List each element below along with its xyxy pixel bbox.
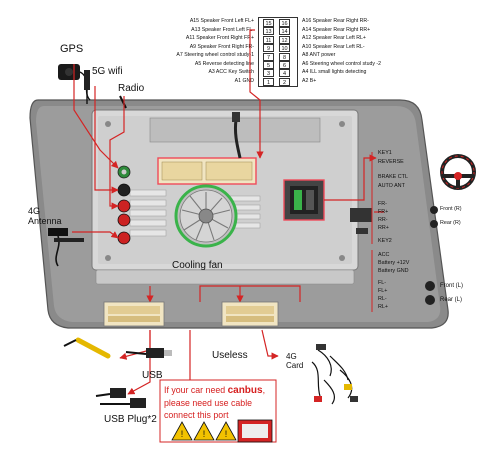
pin-label-right: A14 Speaker Rear Right RR+	[302, 26, 371, 33]
rear-right-label: Rear (R)	[440, 220, 461, 226]
pin-label-left: A3 ACC Key Switch	[208, 69, 254, 75]
pin-number: 10	[279, 44, 290, 53]
pin-number: 2	[279, 77, 290, 86]
useless-label: Useless	[212, 350, 248, 361]
top-connector-block	[157, 157, 257, 185]
wifi-label: 5G wifi	[92, 66, 123, 77]
4g-card-harness-plugs	[314, 344, 358, 402]
pin-label-right: A6 Steering wheel control study -2	[302, 60, 382, 67]
pin-number: 14	[279, 27, 290, 36]
pin-number: 7	[263, 52, 274, 61]
wifi-antenna-device	[84, 70, 90, 104]
4g-antenna-device	[48, 228, 84, 267]
4g-card-harness	[311, 349, 353, 405]
wire-label: RR-	[378, 217, 388, 223]
pin-label-left: A15 Speaker Front Left FL+	[189, 18, 254, 24]
svg-text:!: !	[181, 429, 184, 439]
pin-number: 11	[263, 35, 274, 44]
cooling-fan	[174, 184, 238, 248]
pin-number: 12	[279, 35, 290, 44]
pin-label-right: A8 ANT power	[302, 52, 336, 58]
red-arrows	[72, 29, 384, 397]
back-plate	[91, 109, 359, 285]
front-right-label: Front (R)	[440, 206, 462, 212]
pin-label-left: A11 Speaker Front Right FR+	[185, 35, 254, 41]
pin-label-right: A2 B+	[302, 77, 317, 84]
rca-plug-device	[63, 337, 111, 359]
pin-label-right: A12 Speaker Rear Left RL+	[302, 35, 366, 41]
pin-label-left: A7 Steering wheel control study-1	[176, 52, 254, 58]
usb-plug-label: USB Plug*2	[104, 414, 157, 425]
wire-label: FL+	[378, 288, 388, 294]
wire-label: ACC	[378, 252, 390, 258]
front-left-label: Front (L)	[440, 283, 464, 289]
wire-label: RR+	[378, 225, 389, 231]
pin-number: 1	[263, 77, 274, 86]
pin-number: 6	[279, 61, 290, 69]
wire-label: RL-	[378, 296, 387, 302]
wire-label: KEY1	[378, 150, 392, 156]
warning-line-1: If your car need canbus,	[164, 385, 266, 396]
wire-label: BRAKE CTL	[378, 174, 408, 180]
speaker-icons	[425, 206, 438, 305]
pin-label-right: A16 Speaker Rear Right RR-	[302, 18, 369, 24]
warning-text: If your car need canbus, please need use…	[164, 384, 276, 421]
pin-number: 16	[279, 19, 290, 27]
radio-label: Radio	[118, 83, 145, 94]
antenna-ports	[117, 165, 131, 245]
pin-number: 13	[263, 27, 274, 36]
usb-plug-device	[95, 388, 146, 408]
wire-label: Battery +12V	[378, 260, 410, 266]
pinout-diagram: A15 Speaker Front Left FL+ A13 Speaker Fr…	[0, 0, 500, 90]
warning-line-2: please need use cable	[164, 398, 253, 408]
pin-number: 4	[279, 69, 290, 78]
bottom-connector-1	[103, 301, 165, 327]
pin-label-right: A4 ILL small lights detecting	[302, 69, 367, 75]
pin-label-left: A9 Speaker Front Right FR-	[189, 43, 254, 50]
steering-wheel-device	[440, 154, 476, 190]
pin-label-left: A5 Reverse detecting line	[194, 60, 254, 67]
wire-label: KEY2	[378, 238, 392, 244]
4g-antenna-label: 4G Antenna	[28, 206, 62, 226]
svg-text:!: !	[225, 429, 228, 439]
pin-number: 5	[263, 61, 274, 69]
warning-triangles: ! ! !	[171, 421, 237, 441]
cooling-fan-label: Cooling fan	[172, 260, 223, 271]
gps-label: GPS	[60, 43, 84, 55]
wire-label: FL-	[378, 280, 387, 286]
bottom-connector-2	[221, 301, 279, 327]
wire-label: FR-	[378, 201, 387, 207]
pin-label-right: A10 Speaker Rear Left RL-	[302, 43, 365, 50]
wire-label: AUTO ANT	[378, 183, 405, 189]
grounding-cable	[234, 119, 242, 159]
usb-device	[125, 348, 172, 358]
svg-text:!: !	[203, 429, 206, 439]
pin-number: 9	[263, 44, 274, 53]
pin-label-left: A13 Speaker Front Left FL-	[191, 26, 254, 33]
right-connector-block	[283, 179, 325, 221]
pin-number: 15	[263, 19, 274, 27]
usb-label: USB	[142, 370, 163, 381]
wire-label: REVERSE	[378, 159, 404, 165]
wire-label: RL+	[378, 304, 389, 310]
heatsink-fins	[129, 189, 261, 237]
pin-number: 8	[279, 52, 290, 61]
radio-antenna-device	[119, 95, 127, 109]
rear-left-label: Rear (L)	[440, 297, 463, 303]
pin-label-left: A1 GND	[234, 77, 254, 84]
pin-number: 3	[263, 69, 274, 78]
wire-label: Battery GND	[378, 268, 409, 274]
warning-line-3: connect this port	[164, 410, 229, 420]
side-plug-right	[350, 208, 372, 234]
4g-card-label: 4G Card	[286, 352, 304, 370]
wire-label: FR+	[378, 209, 389, 215]
canbus-connector-device	[237, 419, 273, 443]
